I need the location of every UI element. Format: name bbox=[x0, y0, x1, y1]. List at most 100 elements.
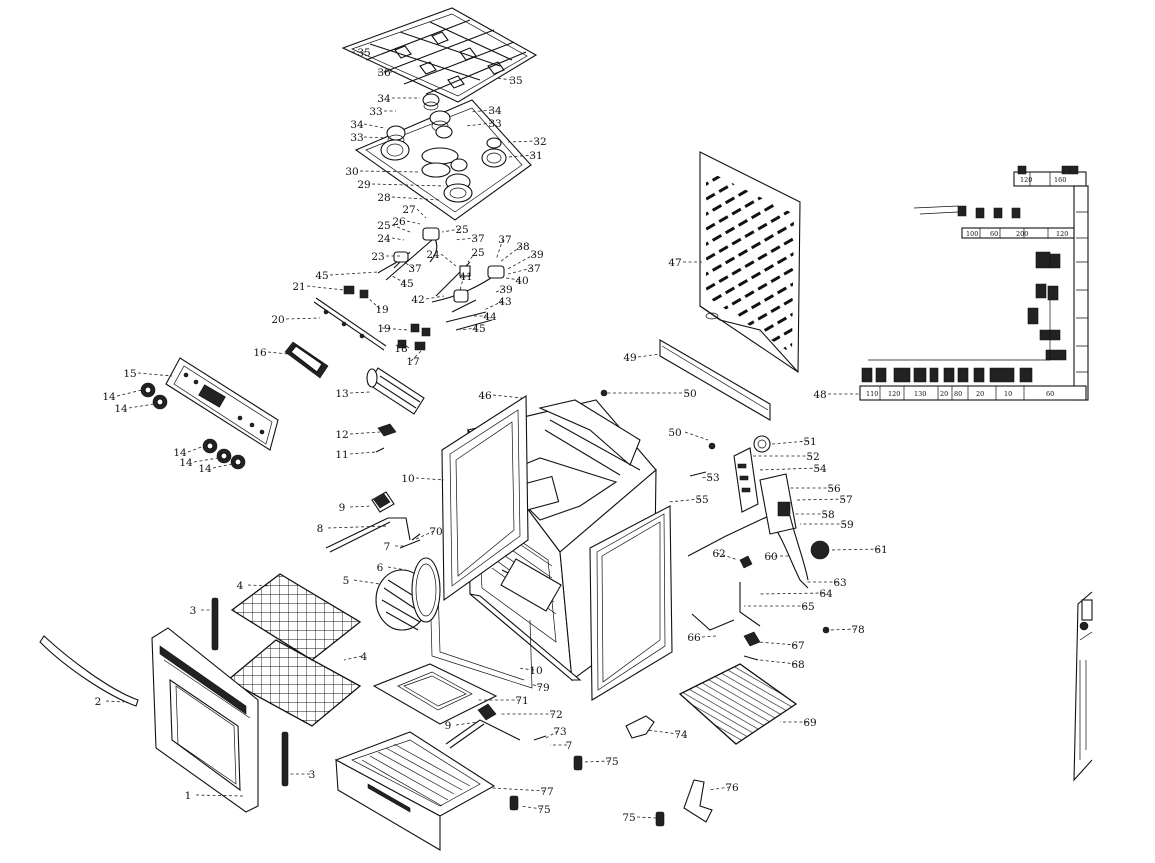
callout-number: 65 bbox=[801, 601, 814, 613]
callout-number: 70 bbox=[429, 526, 442, 538]
callout-number: 58 bbox=[821, 509, 834, 521]
callout-number: 46 bbox=[478, 390, 492, 402]
oven-controls-module bbox=[689, 435, 830, 581]
callout-number: 14 bbox=[173, 447, 187, 459]
oven-racks bbox=[226, 573, 362, 727]
callout-number: 14 bbox=[114, 403, 128, 415]
callout-number: 79 bbox=[536, 682, 549, 694]
callout-number: 14 bbox=[102, 391, 116, 403]
callout-number: 77 bbox=[540, 786, 553, 798]
callout-number: 10 bbox=[529, 665, 542, 677]
callout-number: 12 bbox=[335, 429, 348, 441]
svg-text:160: 160 bbox=[1054, 176, 1066, 184]
callout-number: 50 bbox=[668, 427, 681, 439]
callout-number: 56 bbox=[827, 483, 841, 495]
cooktop-panel bbox=[354, 93, 532, 221]
callout-number: 53 bbox=[706, 472, 719, 484]
storage-drawer bbox=[334, 731, 496, 851]
gas-valves-and-tubes bbox=[343, 227, 505, 351]
callout-number: 37 bbox=[498, 234, 511, 246]
callout-number: 37 bbox=[527, 263, 540, 275]
callout-number: 49 bbox=[623, 352, 636, 364]
callout-number: 16 bbox=[253, 347, 267, 359]
callout-number: 20 bbox=[271, 314, 284, 326]
svg-text:60: 60 bbox=[1046, 390, 1054, 398]
callout-number: 35 bbox=[357, 47, 370, 59]
callout-number: 24 bbox=[426, 249, 440, 261]
callout-number: 27 bbox=[402, 204, 415, 216]
svg-text:120: 120 bbox=[1056, 230, 1068, 238]
callout-number: 29 bbox=[357, 179, 370, 191]
callout-number: 61 bbox=[874, 544, 887, 556]
callout-number: 8 bbox=[317, 523, 324, 535]
outer-oven-door bbox=[151, 627, 259, 813]
svg-text:110: 110 bbox=[866, 390, 878, 398]
bottom-panel-and-feet bbox=[509, 626, 830, 827]
svg-text:100: 100 bbox=[966, 230, 978, 238]
callout-number: 17 bbox=[406, 356, 419, 368]
callout-number: 45 bbox=[315, 270, 328, 282]
callout-number: 55 bbox=[695, 494, 708, 506]
callout-number: 38 bbox=[516, 241, 529, 253]
callout-number: 28 bbox=[377, 192, 390, 204]
callout-number: 31 bbox=[529, 150, 542, 162]
callout-number: 24 bbox=[377, 233, 391, 245]
callout-number: 33 bbox=[369, 106, 382, 118]
callout-number: 76 bbox=[725, 782, 739, 794]
callout-number: 36 bbox=[377, 67, 391, 79]
callout-number: 34 bbox=[350, 119, 364, 131]
callout-number: 9 bbox=[445, 720, 452, 732]
callout-number: 37 bbox=[408, 263, 421, 275]
callout-number: 7 bbox=[384, 541, 391, 553]
oven-gas-pipes bbox=[325, 491, 421, 553]
cooktop-grates bbox=[341, 7, 538, 103]
callout-number: 71 bbox=[515, 695, 528, 707]
callout-number: 25 bbox=[377, 220, 390, 232]
side-rails bbox=[211, 597, 289, 787]
callout-number: 35 bbox=[509, 75, 522, 87]
wire-harness bbox=[687, 511, 809, 661]
callout-number: 50 bbox=[683, 388, 696, 400]
callout-number: 44 bbox=[483, 311, 497, 323]
control-panel bbox=[165, 357, 279, 451]
callout-number: 5 bbox=[343, 575, 350, 587]
cooling-fan-motor bbox=[366, 367, 425, 453]
callout-number: 33 bbox=[350, 132, 363, 144]
callout-number: 2 bbox=[95, 696, 102, 708]
callout-number: 42 bbox=[411, 294, 424, 306]
callout-number: 23 bbox=[371, 251, 384, 263]
callout-number: 3 bbox=[309, 769, 316, 781]
callout-number: 25 bbox=[455, 224, 468, 236]
callout-number: 40 bbox=[515, 275, 528, 287]
control-knobs bbox=[140, 382, 246, 470]
broil-gas-pipe bbox=[445, 703, 547, 749]
leader-lines bbox=[105, 51, 880, 819]
callout-number: 74 bbox=[674, 729, 688, 741]
callout-number: 57 bbox=[839, 494, 852, 506]
callout-number: 3 bbox=[190, 605, 197, 617]
display-board bbox=[284, 341, 329, 379]
callout-number: 4 bbox=[361, 651, 368, 663]
callout-number: 75 bbox=[622, 812, 635, 824]
callout-number: 37 bbox=[471, 233, 484, 245]
callout-number: 6 bbox=[377, 562, 384, 574]
callout-number: 73 bbox=[553, 726, 566, 738]
door-frame-gasket bbox=[441, 395, 529, 602]
svg-text:20: 20 bbox=[976, 390, 984, 398]
callout-number: 18 bbox=[394, 343, 407, 355]
callout-number: 10 bbox=[401, 473, 414, 485]
callout-number: 33 bbox=[488, 118, 501, 130]
callout-number: 41 bbox=[459, 271, 472, 283]
svg-text:120: 120 bbox=[888, 390, 900, 398]
callout-number: 69 bbox=[803, 717, 816, 729]
broiler-pan bbox=[372, 663, 498, 725]
callout-number: 32 bbox=[533, 136, 546, 148]
callout-number: 67 bbox=[791, 640, 804, 652]
svg-text:130: 130 bbox=[914, 390, 926, 398]
callout-number: 30 bbox=[345, 166, 358, 178]
svg-text:120: 120 bbox=[1020, 176, 1032, 184]
callout-number: 14 bbox=[179, 457, 193, 469]
callout-number: 34 bbox=[488, 105, 502, 117]
